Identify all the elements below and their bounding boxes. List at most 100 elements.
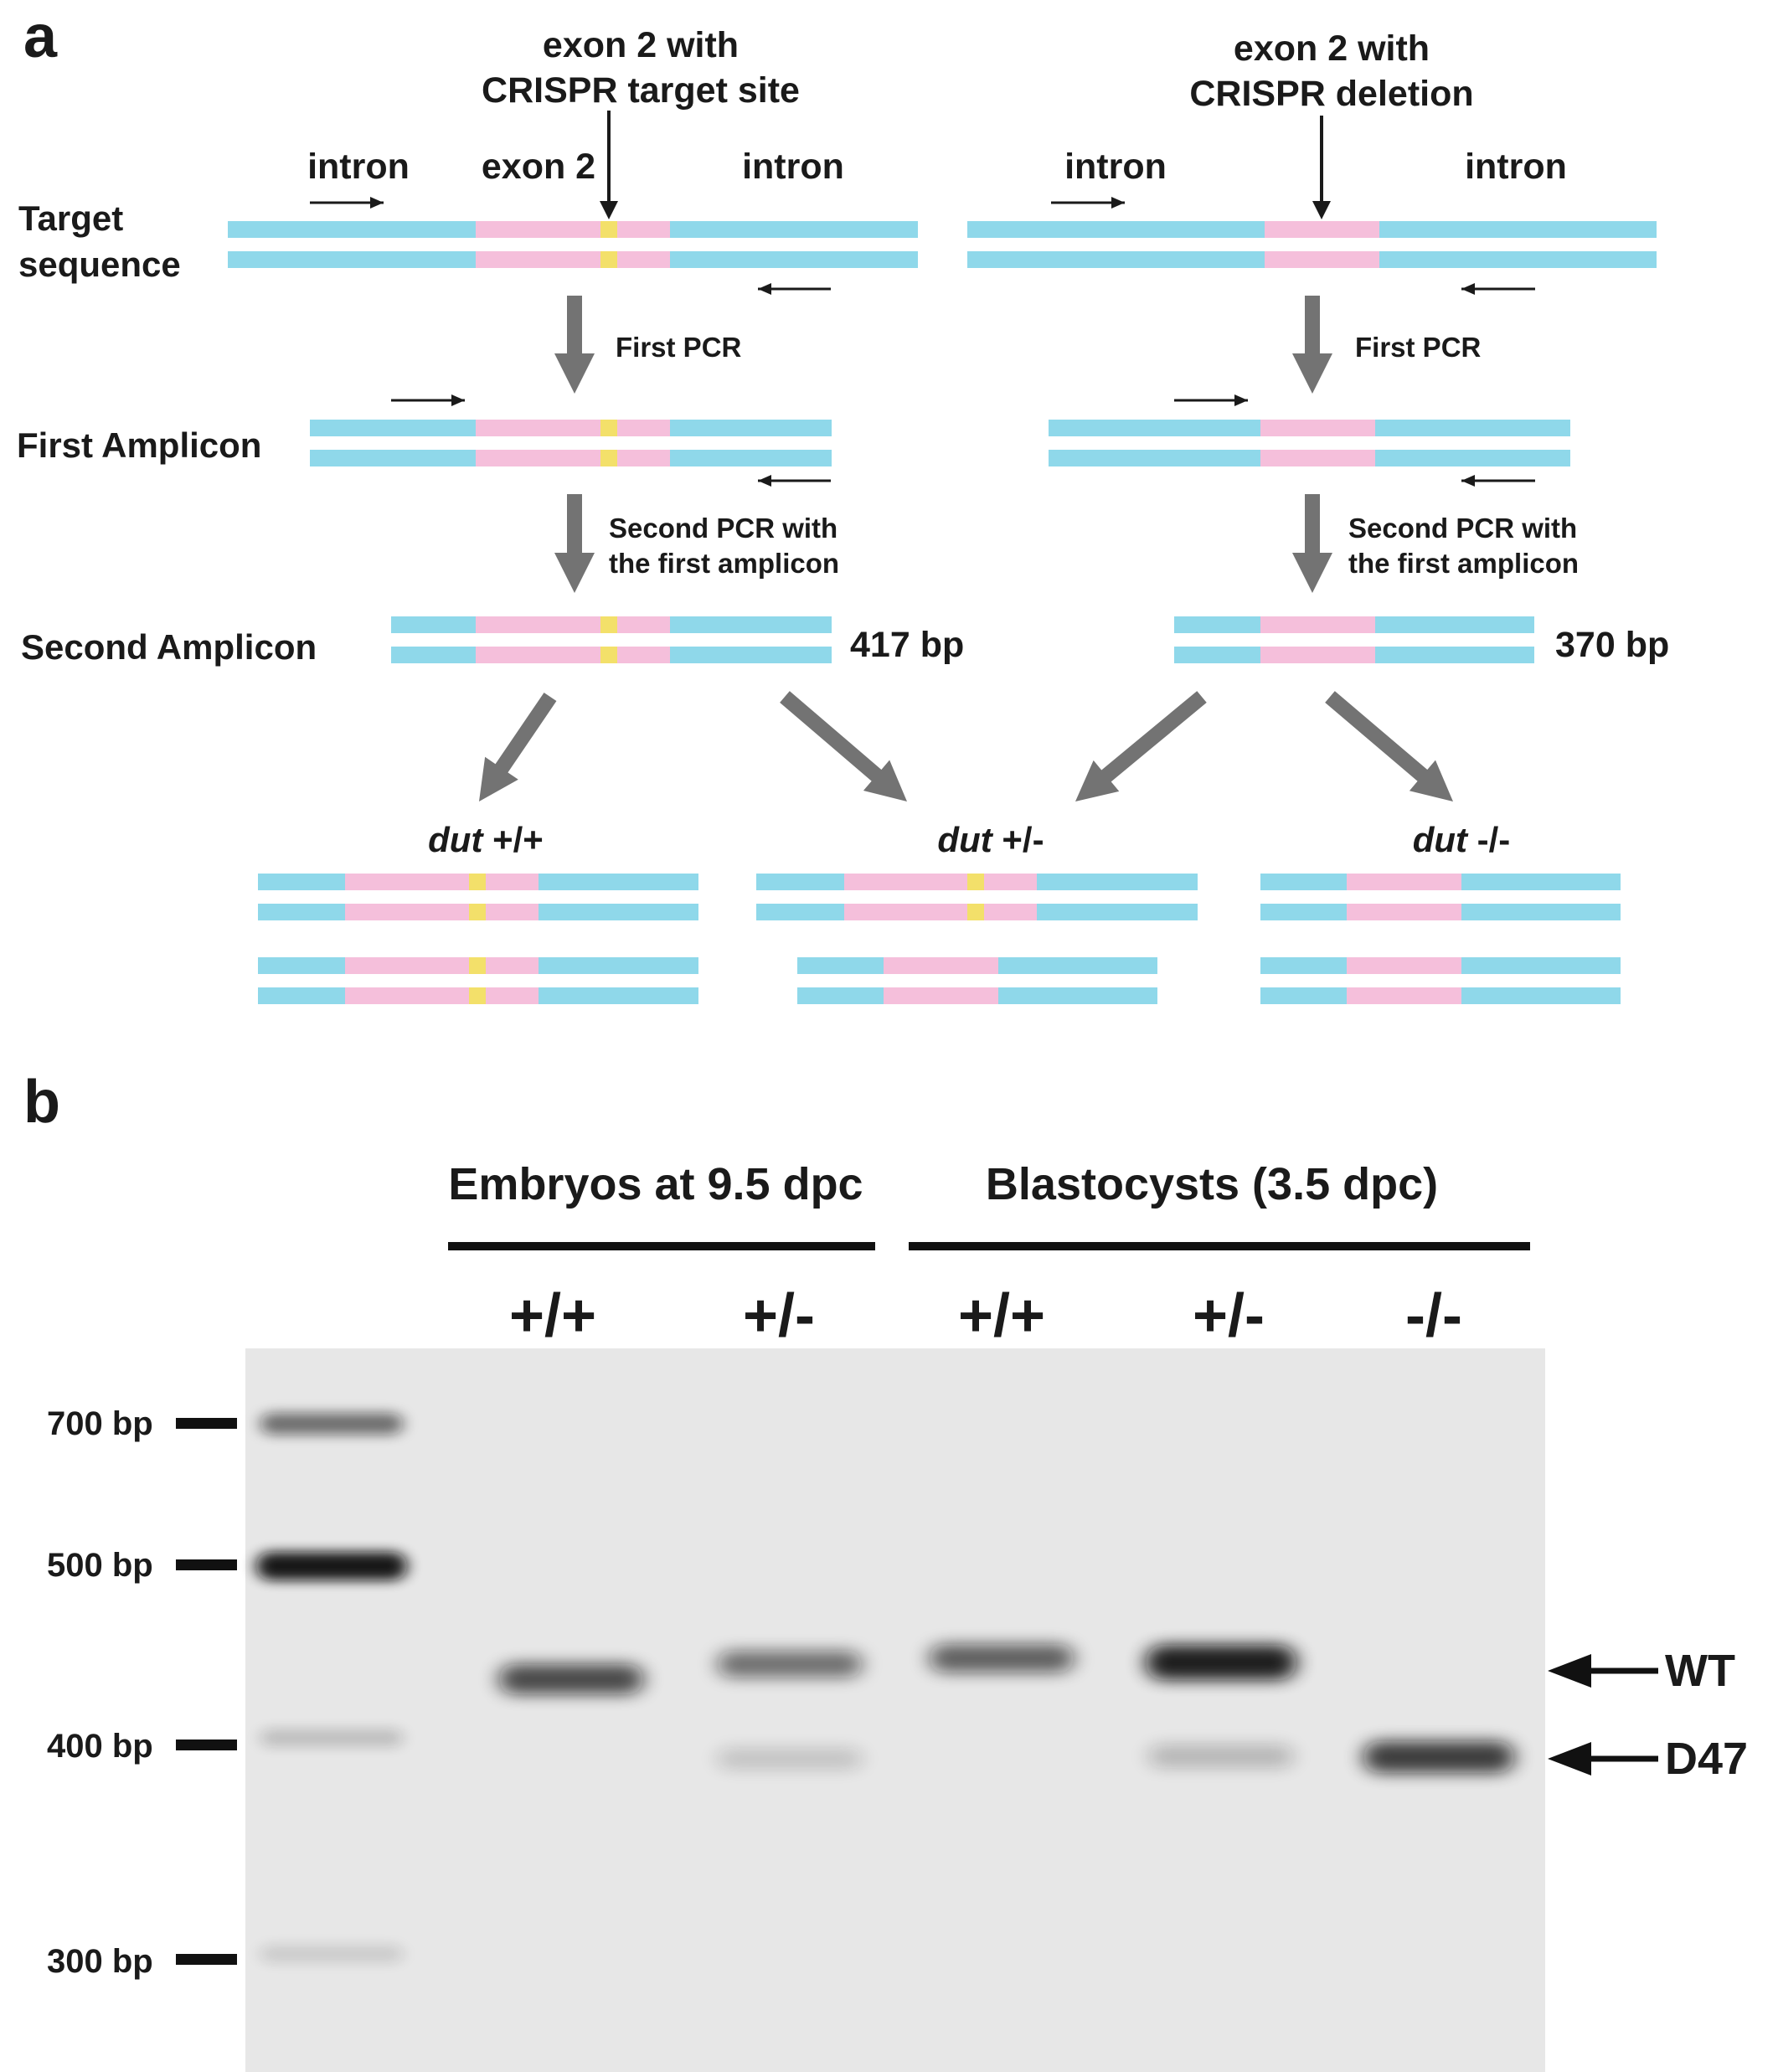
- label-intron-3: intron: [1064, 147, 1167, 187]
- lane-label-3: +/+: [958, 1282, 1045, 1349]
- intron-strand: [391, 647, 476, 663]
- pcr-arrow: [554, 296, 595, 394]
- exon-strand: [1347, 874, 1461, 890]
- step-second-pcr-left-2: the first amplicon: [609, 548, 839, 579]
- exon-strand: [476, 647, 670, 663]
- intron-strand: [539, 874, 698, 890]
- exon-strand: [1347, 957, 1461, 974]
- lane-label-2: +/-: [743, 1282, 815, 1349]
- row-label-target-2: sequence: [18, 245, 181, 284]
- intron-strand: [258, 904, 345, 920]
- band-label-d47: D47: [1665, 1734, 1748, 1784]
- exon-strand: [884, 987, 998, 1004]
- group-label-embryos: Embryos at 9.5 dpc: [448, 1159, 863, 1209]
- callout-pointer-left-head: [600, 201, 618, 219]
- row-label-first-amplicon: First Amplicon: [17, 425, 261, 465]
- intron-strand: [539, 987, 698, 1004]
- intron-strand: [670, 420, 832, 436]
- lane-label-5: -/-: [1405, 1282, 1462, 1349]
- intron-strand: [1375, 450, 1570, 466]
- genotype-het-del: [797, 957, 1157, 1004]
- intron-strand: [1461, 987, 1621, 1004]
- pcr-arrow: [479, 692, 557, 801]
- row-label-second-amplicon: Second Amplicon: [21, 627, 317, 667]
- intron-strand: [1461, 957, 1621, 974]
- intron-strand: [1375, 647, 1534, 663]
- intron-strand: [1375, 420, 1570, 436]
- callout-left-line1: exon 2 with: [543, 25, 739, 65]
- intron-strand: [310, 450, 476, 466]
- pcr-arrow: [1325, 691, 1453, 801]
- crispr-target-site: [469, 904, 486, 920]
- callout-right-line2: CRISPR deletion: [1189, 74, 1473, 114]
- intron-strand: [670, 647, 832, 663]
- panel-b-label: b: [23, 1069, 60, 1136]
- intron-strand: [1174, 616, 1260, 633]
- callout-pointer-right-head: [1312, 201, 1331, 219]
- size-label-del: 370 bp: [1555, 625, 1669, 665]
- intron-strand: [670, 251, 918, 268]
- intron-strand: [258, 874, 345, 890]
- exon-strand: [476, 616, 670, 633]
- intron-strand: [1375, 616, 1534, 633]
- crispr-target-site: [600, 420, 617, 436]
- ladder-label-700: 700 bp: [47, 1405, 153, 1442]
- panel-a-label: a: [23, 3, 58, 70]
- group-bar-blastocysts: [909, 1242, 1530, 1250]
- row-label-target-1: Target: [18, 198, 123, 238]
- band-lane2-wt: [718, 1651, 862, 1678]
- intron-strand: [1260, 904, 1347, 920]
- primer-arrow-head: [1111, 197, 1125, 209]
- band-lane5-d47: [1363, 1741, 1514, 1773]
- intron-strand: [998, 957, 1157, 974]
- exon-strand: [476, 420, 670, 436]
- ladder-label-300: 300 bp: [47, 1943, 153, 1980]
- intron-strand: [1379, 251, 1657, 268]
- intron-strand: [670, 450, 832, 466]
- intron-strand: [310, 420, 476, 436]
- intron-strand: [670, 221, 918, 238]
- intron-strand: [1174, 647, 1260, 663]
- genotype-ko-label: dut -/-: [1413, 820, 1511, 859]
- ladder-band-400: [260, 1729, 403, 1747]
- primer-arrow-head: [758, 283, 771, 295]
- intron-strand: [670, 616, 832, 633]
- step-first-pcr-left: First PCR: [616, 332, 742, 363]
- exon-strand: [844, 874, 1037, 890]
- lane-label-1: +/+: [509, 1282, 596, 1349]
- primer-arrow-head: [758, 475, 771, 487]
- ladder-band-300: [260, 1945, 403, 1963]
- primer-arrow-head: [1461, 283, 1475, 295]
- crispr-target-site: [469, 987, 486, 1004]
- intron-strand: [391, 616, 476, 633]
- primer-arrow-head: [1234, 394, 1248, 406]
- callout-left-line2: CRISPR target site: [482, 70, 800, 111]
- intron-strand: [1379, 221, 1657, 238]
- step-second-pcr-right-2: the first amplicon: [1348, 548, 1579, 579]
- pcr-arrow: [1292, 296, 1332, 394]
- intron-strand: [1260, 987, 1347, 1004]
- exon-strand: [1265, 221, 1379, 238]
- ladder-tick-700: [176, 1418, 237, 1429]
- intron-strand: [1049, 450, 1260, 466]
- intron-strand: [258, 987, 345, 1004]
- intron-strand: [1461, 874, 1621, 890]
- band-label-wt: WT: [1665, 1646, 1735, 1696]
- band-lane2-d47: [718, 1748, 862, 1770]
- intron-strand: [756, 874, 844, 890]
- band-lane3-wt: [930, 1644, 1074, 1673]
- genotype-ko-top: [1260, 874, 1621, 920]
- intron-strand: [1260, 874, 1347, 890]
- ladder-label-400: 400 bp: [47, 1728, 153, 1765]
- intron-strand: [756, 904, 844, 920]
- crispr-target-site: [600, 647, 617, 663]
- step-second-pcr-right-1: Second PCR with: [1348, 513, 1577, 544]
- genotype-het-label: dut +/-: [937, 820, 1044, 859]
- label-intron-4: intron: [1465, 147, 1567, 187]
- ladder-label-500: 500 bp: [47, 1547, 153, 1584]
- exon-strand: [1260, 616, 1375, 633]
- crispr-target-site: [469, 874, 486, 890]
- second-amplicon-wt: [391, 616, 832, 663]
- exon-strand: [844, 904, 1037, 920]
